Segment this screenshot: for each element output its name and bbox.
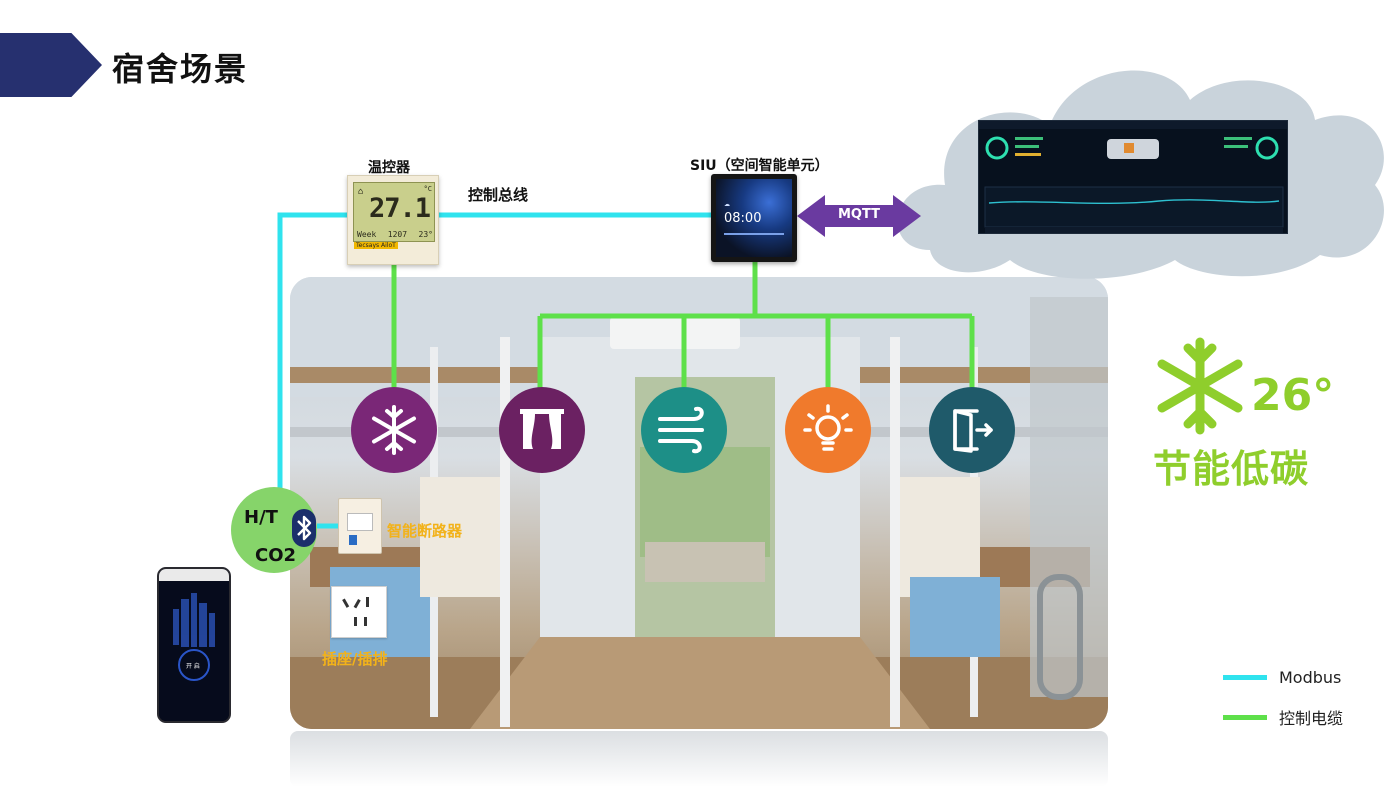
mqtt-label: MQTT (838, 207, 881, 222)
thermostat-lcd: ⌂ °C 27.1 Week 1207 23° (353, 182, 435, 242)
socket-holes-icon (342, 597, 369, 626)
legend-swatch-modbus (1223, 675, 1267, 680)
phone-app-screen (159, 569, 229, 721)
home-icon: ⌂ (358, 187, 364, 197)
thermostat-label: 温控器 (368, 160, 410, 176)
dorm-room-photo (290, 277, 1108, 729)
sensor-co2-label: CO2 (255, 545, 297, 566)
phone-center-label: 开 启 (186, 663, 200, 670)
snowflake-logo-icon (1157, 337, 1243, 435)
siu-screen: ☁ 08:00 (716, 179, 792, 257)
thermostat-device: ⌂ °C 27.1 Week 1207 23° Tecsays AiloT (347, 175, 439, 265)
breaker-indicator (349, 535, 357, 545)
socket-label: 插座/插排 (322, 650, 388, 668)
logo-temperature: 26° (1251, 370, 1335, 421)
breaker-label: 智能断路器 (387, 522, 463, 540)
ht-co2-sensor: H/T CO2 (231, 487, 317, 573)
modbus-line-sensor (277, 212, 347, 490)
thermostat-setpoint: 23° (418, 230, 433, 239)
legend-item-modbus: Modbus (1223, 668, 1341, 687)
control-bus-label: 控制总线 (468, 186, 529, 204)
thermostat-temperature: 27.1 (368, 193, 431, 224)
cloud-dashboard-screen (978, 120, 1288, 234)
fresh-air-icon (658, 406, 704, 454)
thermostat-date: 1207 (387, 230, 408, 239)
ac-device (351, 387, 437, 473)
light-device (785, 387, 871, 473)
siu-time: 08:00 (724, 211, 762, 226)
socket-device (331, 586, 387, 638)
thermostat-unit: °C (423, 185, 432, 193)
mqtt-arrow (797, 195, 921, 237)
page-title: 宿舍场景 (112, 50, 249, 88)
breaker-switch (347, 513, 373, 531)
fresh-air-device (641, 387, 727, 473)
sensor-ht-label: H/T (244, 507, 278, 528)
mobile-phone: 开 启 (157, 567, 231, 723)
thermostat-brand: Tecsays AiloT (354, 242, 398, 249)
curtain-icon (520, 409, 564, 449)
legend-label-control-cable: 控制电缆 (1279, 709, 1344, 728)
weather-icon: ☁ (724, 201, 730, 208)
thermostat-week: Week (357, 230, 377, 239)
smart-breaker-device (338, 498, 382, 554)
room-reflection (290, 731, 1108, 787)
dorm-room-illustration (290, 277, 1108, 729)
logo-slogan: 节能低碳 (1153, 447, 1310, 491)
dashboard-graphic (979, 121, 1287, 233)
siu-status-bar (724, 233, 784, 235)
door-access-icon (953, 409, 993, 453)
bluetooth-icon (292, 509, 316, 547)
siu-panel: ☁ 08:00 (711, 174, 797, 262)
light-bulb-icon (803, 404, 853, 451)
legend-item-control-cable: 控制电缆 (1223, 705, 1343, 729)
curtain-device (499, 387, 585, 473)
siu-label: SIU（空间智能单元） (690, 158, 829, 174)
legend-swatch-control-cable (1223, 714, 1267, 720)
ac-snowflake-icon (372, 405, 416, 455)
legend-label-modbus: Modbus (1279, 668, 1342, 687)
door-device (929, 387, 1015, 473)
